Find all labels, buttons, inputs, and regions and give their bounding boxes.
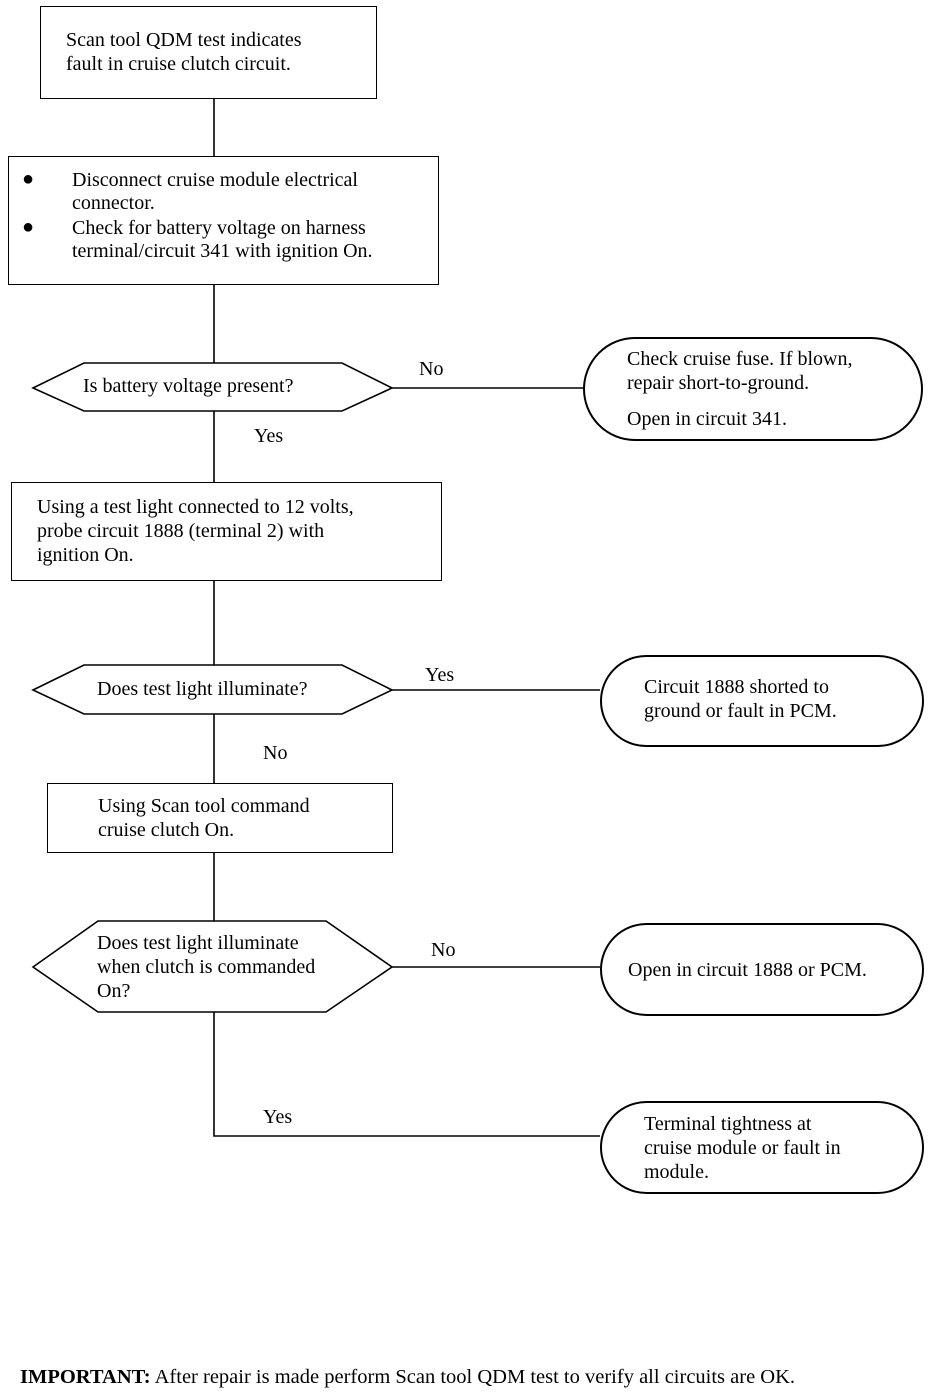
- light-no-label: No: [263, 742, 288, 764]
- result-open-text: Open in circuit 1888 or PCM.: [628, 959, 867, 981]
- battery-no-label: No: [419, 358, 444, 380]
- start-step-line1: Scan tool QDM test indicates: [66, 29, 302, 51]
- result-terminal-line1: Terminal tightness at: [644, 1113, 812, 1135]
- important-note: IMPORTANT: After repair is made perform …: [20, 1366, 795, 1389]
- bullet-icon: ●: [22, 216, 35, 238]
- result-open-terminal: Open in circuit 1888 or PCM.: [600, 923, 924, 1016]
- start-step-line2: fault in cruise clutch circuit.: [66, 53, 291, 75]
- result-terminal-terminal: Terminal tightness at cruise module or f…: [600, 1101, 924, 1194]
- result-shorted-line1: Circuit 1888 shorted to: [644, 676, 829, 698]
- result-fuse-line3: Open in circuit 341.: [627, 408, 787, 430]
- result-shorted-line2: ground or fault in PCM.: [644, 700, 837, 722]
- probe-step-line1: Using a test light connected to 12 volts…: [37, 496, 354, 518]
- decision-clutch-line3: On?: [97, 980, 131, 1002]
- result-fuse-line2: repair short-to-ground.: [627, 372, 810, 394]
- disconnect-step-box: ● Disconnect cruise module electrical co…: [8, 156, 439, 285]
- disconnect-bullet2-line2: terminal/circuit 341 with ignition On.: [72, 240, 373, 262]
- command-step-box: Using Scan tool command cruise clutch On…: [47, 783, 393, 853]
- command-step-line1: Using Scan tool command: [98, 795, 310, 817]
- probe-step-line2: probe circuit 1888 (terminal 2) with: [37, 520, 325, 542]
- probe-step-box: Using a test light connected to 12 volts…: [11, 482, 442, 581]
- light-yes-label: Yes: [425, 664, 455, 686]
- result-terminal-line2: cruise module or fault in: [644, 1137, 841, 1159]
- bullet-icon: ●: [22, 168, 35, 190]
- disconnect-bullet1-line2: connector.: [72, 192, 155, 214]
- decision-light-text: Does test light illuminate?: [97, 678, 308, 700]
- decision-battery-text: Is battery voltage present?: [83, 375, 294, 397]
- probe-step-line3: ignition On.: [37, 544, 134, 566]
- start-step-box: Scan tool QDM test indicates fault in cr…: [40, 6, 377, 99]
- connector-clutch-yes: [213, 1012, 600, 1137]
- decision-battery-shape: [31, 362, 394, 412]
- important-label: IMPORTANT:: [20, 1366, 151, 1388]
- result-terminal-line3: module.: [644, 1161, 709, 1183]
- battery-yes-label: Yes: [254, 425, 284, 447]
- decision-light-shape: [31, 664, 394, 715]
- clutch-yes-label: Yes: [263, 1106, 293, 1128]
- disconnect-bullet1-line1: Disconnect cruise module electrical: [72, 169, 358, 191]
- important-text: After repair is made perform Scan tool Q…: [154, 1366, 796, 1388]
- disconnect-bullet2-line1: Check for battery voltage on harness: [72, 217, 366, 239]
- result-shorted-terminal: Circuit 1888 shorted to ground or fault …: [600, 655, 924, 747]
- decision-clutch-line1: Does test light illuminate: [97, 932, 299, 954]
- decision-clutch-shape: [31, 920, 394, 1013]
- decision-clutch-line2: when clutch is commanded: [97, 956, 316, 978]
- result-fuse-terminal: Check cruise fuse. If blown, repair shor…: [583, 337, 923, 441]
- result-fuse-line1: Check cruise fuse. If blown,: [627, 348, 853, 370]
- command-step-line2: cruise clutch On.: [98, 819, 235, 841]
- clutch-no-label: No: [431, 939, 456, 961]
